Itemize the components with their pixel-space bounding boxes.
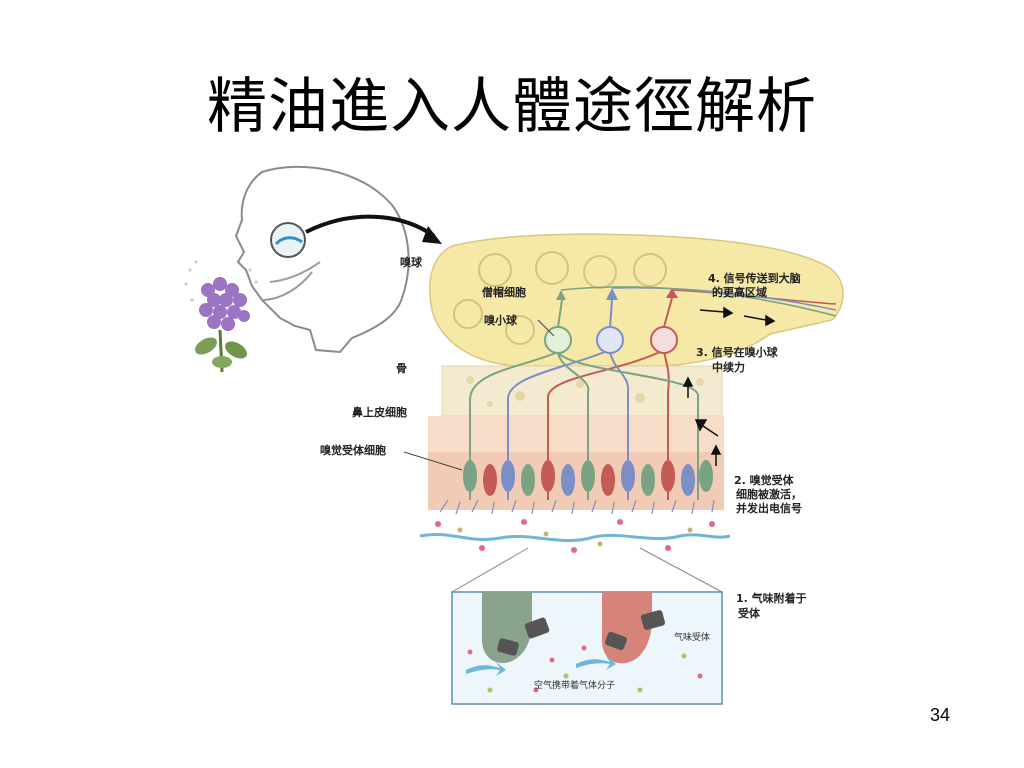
mitral-cells [556,286,837,328]
label-step2-line1: 2. 嗅觉受体 [734,473,795,487]
label-air-molecules: 空气携带着气体分子 [534,679,615,691]
label-odor-receptor: 气味受体 [674,631,710,643]
glomeruli [544,326,678,354]
inset-zoom-lines [451,547,723,593]
label-mitral-cell: 僧帽细胞 [482,285,526,299]
label-olfactory-bulb: 嗅球 [400,255,423,269]
bone-layer [441,365,723,417]
bulb-glomeruli-outline [453,251,667,345]
slide-title: 精油進入人體途徑解析 [207,72,817,142]
label-bone: 骨 [396,362,407,375]
axon-bundles [469,349,700,500]
label-step4-line2: 的更高区域 [712,285,767,299]
label-step2-line2: 细胞被激活， [736,487,802,501]
page-number: 34 [930,705,951,725]
signal-arrows [682,306,776,466]
mucus-layer [419,519,731,553]
head-sketch [234,165,410,354]
inset-cells [466,592,703,693]
label-step3-line1: 3. 信号在嗅小球 [696,345,779,359]
label-step2-line3: 并发出电信号 [736,501,802,515]
cilia [439,499,715,515]
epithelium-layer [428,416,724,452]
label-receptor-cell: 嗅觉受体细胞 [320,443,386,457]
label-glomerulus: 嗅小球 [484,313,518,327]
label-epithelial-cell: 鼻上皮细胞 [352,405,407,419]
lilac-flower [184,260,258,373]
label-step3-line2: 中续力 [712,360,745,374]
label-step4-line1: 4. 信号传送到大脑 [708,271,801,285]
magnify-circle [270,222,306,258]
zoom-arrow [305,214,436,238]
receptor-cells [463,460,713,496]
label-step1-line1: 1. 气味附着于 [736,591,807,605]
label-step1-line2: 受体 [738,606,761,620]
